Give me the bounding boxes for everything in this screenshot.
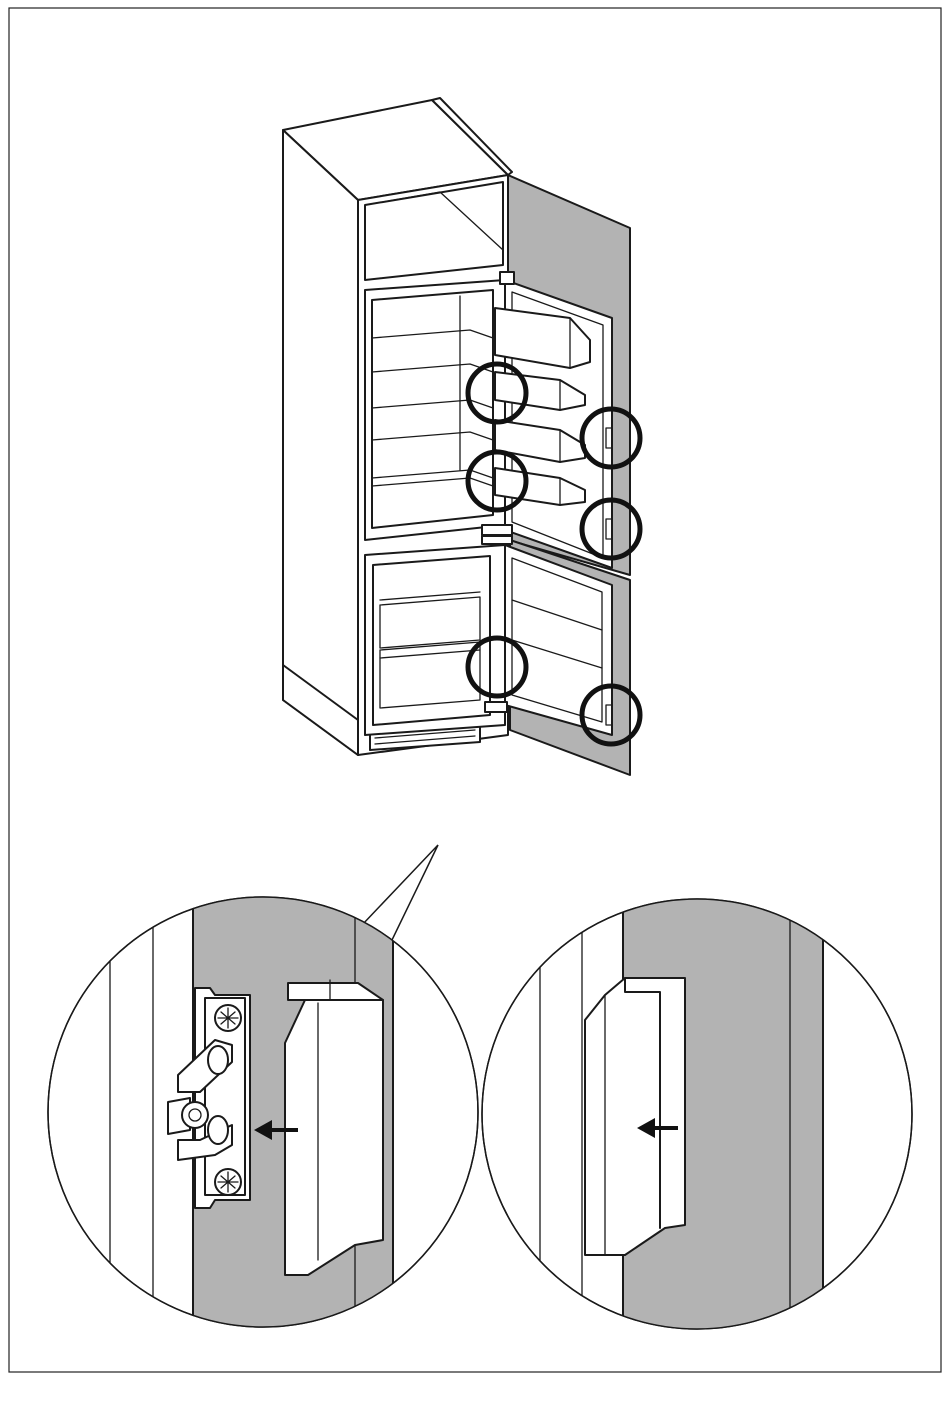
- detail-view-bracket-open: [48, 845, 478, 1350]
- bracket-catch: [585, 978, 685, 1255]
- screw-icon: [215, 1169, 241, 1195]
- cabinet-illustration: [283, 98, 640, 775]
- detail-view-bracket-closed: [482, 880, 912, 1350]
- bracket-catch: [285, 980, 383, 1275]
- screw-icon: [215, 1005, 241, 1031]
